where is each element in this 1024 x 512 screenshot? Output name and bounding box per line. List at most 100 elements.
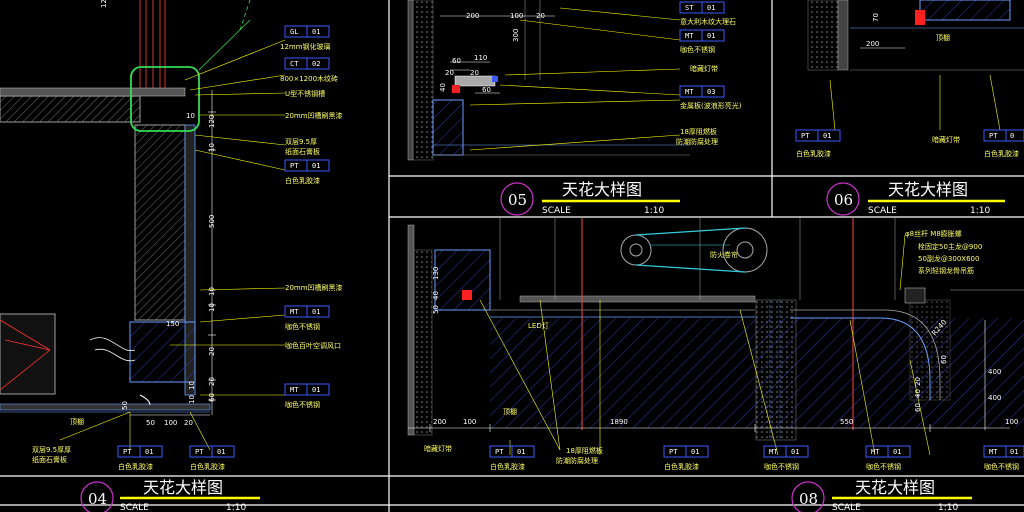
scale-label: SCALE	[868, 206, 897, 216]
note-u-channel: U型不锈钢槽	[285, 89, 325, 98]
tag-code: ST	[685, 4, 694, 12]
dim: 110	[474, 54, 487, 62]
tag-desc: 咖色不锈钢	[285, 322, 320, 331]
note-gypsum-1: 双层9.5厚	[285, 138, 317, 146]
dim: 200	[466, 12, 479, 20]
dim: 100	[1005, 418, 1018, 426]
tag-desc: 咖色不锈钢	[285, 400, 320, 409]
note-groove-2: 20mm凹槽刷黑漆	[285, 283, 343, 292]
tag-num: 01	[791, 448, 799, 456]
tag-desc: 白色乳胶漆	[664, 462, 699, 471]
detail-number: 04	[88, 490, 107, 508]
tag-code: MT	[290, 386, 299, 394]
tag-pt-01-b: PT 01 白色乳胶漆	[663, 445, 709, 471]
dim: 50	[121, 401, 129, 410]
tag-code: PT	[801, 132, 810, 140]
note-hanger: 系列轻钢龙骨吊筋	[918, 266, 974, 275]
scale-value: 1:10	[644, 206, 664, 216]
detail-number: 06	[834, 191, 853, 209]
detail-badge	[826, 182, 860, 216]
dim: 10	[208, 143, 216, 152]
tag-desc: 意大利木纹大理石	[680, 17, 736, 26]
dim: 70	[872, 13, 880, 22]
dim: 100	[510, 12, 523, 20]
tag-desc: 白色乳胶漆	[984, 149, 1019, 158]
tag-pt-01-a: PT 01 白色乳胶漆	[489, 445, 535, 471]
tag-desc: 咖色不锈钢	[680, 45, 715, 54]
dim: 500	[208, 215, 216, 228]
dim: 120	[208, 115, 216, 128]
tag-code: MT	[871, 448, 880, 456]
tag-code: MT	[769, 448, 778, 456]
dim: 20	[536, 12, 545, 20]
dim: 10	[188, 381, 196, 390]
dim: 12	[100, 0, 108, 8]
tag-gl-01: GL 01 12mm钢化玻璃	[280, 25, 331, 51]
tag-desc: 白色乳胶漆	[490, 462, 525, 471]
dim: 50	[432, 305, 440, 314]
dim: 200	[433, 418, 446, 426]
note-board: 18厚阻燃板	[680, 127, 717, 136]
note-sub-keel: 50副龙@300X600	[918, 254, 979, 263]
detail-05-annotations: ST 01 意大利木纹大理石 MT 01 咖色不锈钢 暗藏灯带 MT 03 金属…	[439, 1, 742, 146]
note-vent: 咖色百叶空调风口	[285, 341, 341, 350]
tag-num: 01	[893, 448, 901, 456]
tag-num: 01	[312, 28, 320, 36]
detail-06-annotations: PT 01 白色乳胶漆 PT 0 白色乳胶漆 暗藏灯带 顶棚 70 200	[795, 13, 1024, 158]
tag-mt-01-b: MT 01 咖色不锈钢	[865, 445, 911, 471]
tag-desc: 咖色不锈钢	[866, 462, 901, 471]
tag-code: MT	[685, 88, 694, 96]
note-groove: 20mm凹槽刷黑漆	[285, 111, 343, 120]
tag-num: 02	[312, 60, 320, 68]
detail-04-dimensions: 12 10 120 10 500 10 10 20 150 20 10 60 1…	[100, 0, 216, 427]
tag-pt-0: PT 0 白色乳胶漆	[983, 129, 1024, 158]
tag-mt-01-a: MT 01 咖色不锈钢	[284, 305, 330, 331]
dim: 60	[208, 393, 216, 402]
tag-ct-02: CT 02 800×1200木纹砖	[280, 57, 338, 83]
tag-desc: 咖色不锈钢	[764, 462, 799, 471]
note-hidden-light: 暗藏灯带	[690, 64, 718, 73]
title-block-08: 08 天花大样图 SCALE 1:10	[791, 478, 972, 512]
scale-value: 1:10	[226, 503, 246, 512]
dim: 400	[988, 394, 1001, 402]
tag-code: PT	[195, 448, 204, 456]
tag-code: PT	[290, 162, 299, 170]
tag-code: GL	[290, 28, 298, 36]
dim: 60	[452, 57, 461, 65]
tag-code: PT	[495, 448, 504, 456]
scale-label: SCALE	[120, 503, 149, 512]
tag-desc: 12mm钢化玻璃	[280, 42, 331, 51]
tag-mt-01-a: MT 01 咖色不锈钢	[763, 445, 809, 471]
tag-num: 01	[707, 32, 715, 40]
tag-num: 01	[517, 448, 525, 456]
dim: 300	[512, 29, 520, 42]
note-gypsum-3: 双层9.5厚厚	[32, 446, 71, 454]
note-ceiling: 顶棚	[70, 417, 84, 426]
note-hidden-light: 暗藏灯带	[424, 444, 452, 453]
detail-title: 天花大样图	[143, 478, 223, 497]
dim: 20	[184, 419, 193, 427]
tag-code: PT	[669, 448, 678, 456]
dim: 20	[208, 347, 216, 356]
note-gypsum-2: 纸面石膏板	[285, 147, 320, 156]
detail-04-drawing	[0, 0, 286, 451]
tag-desc: 咖色不锈钢	[984, 462, 1019, 471]
tag-num: 03	[707, 88, 715, 96]
tag-code: PT	[123, 448, 132, 456]
detail-badge	[80, 481, 114, 512]
dim: 20	[445, 69, 454, 77]
dim: 10	[188, 395, 196, 404]
note-gypsum-4: 纸面石膏板	[32, 455, 67, 464]
dim: 20	[470, 69, 479, 77]
dim: 40	[432, 291, 440, 300]
tag-num: 01	[1010, 448, 1018, 456]
dim: 10	[186, 112, 195, 120]
tag-desc: 白色乳胶漆	[796, 149, 831, 158]
note-rod: φ8丝杆 M8膨胀螺	[905, 229, 962, 238]
detail-06-drawing	[807, 0, 1024, 131]
title-block-05: 05 天花大样图 SCALE 1:10	[500, 180, 680, 216]
detail-title: 天花大样图	[855, 478, 935, 497]
dim: 20	[914, 377, 922, 386]
tag-num: 01	[217, 448, 225, 456]
dim: 150	[166, 320, 179, 328]
